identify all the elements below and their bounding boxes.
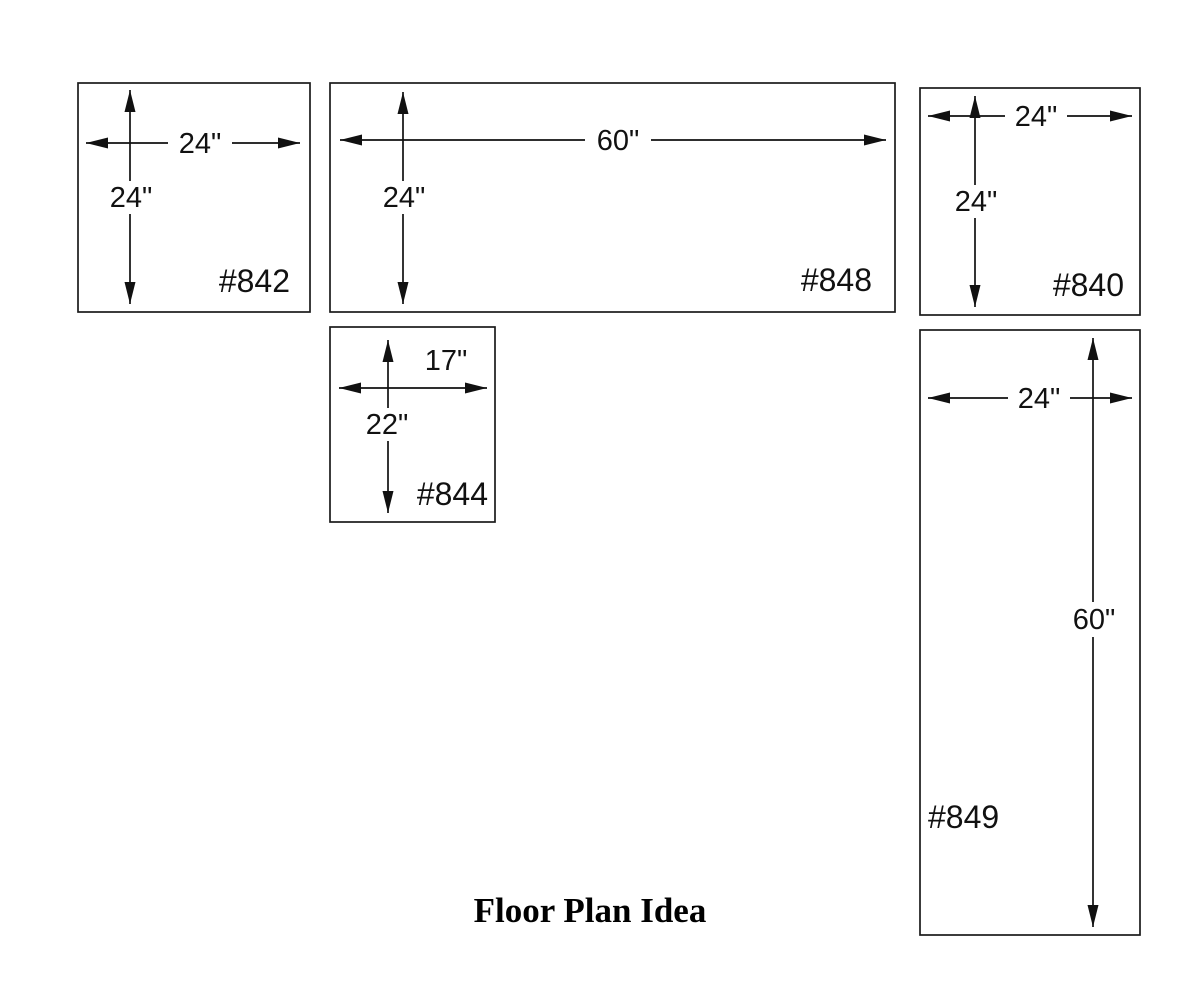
unit-849: 24" 60" #849 — [919, 329, 1141, 936]
diagram-title: Floor Plan Idea — [474, 891, 707, 930]
unit-848-width-label-mask — [585, 124, 651, 155]
unit-849-id-label: #849 — [928, 799, 999, 835]
unit-840-id-label: #840 — [1053, 267, 1124, 303]
unit-844-height-label: 22" — [366, 409, 409, 441]
unit-842: 24" 24" #842 — [77, 82, 311, 313]
unit-840: 24" 24" #840 — [919, 87, 1141, 316]
unit-849-width-label: 24" — [1018, 383, 1061, 415]
unit-844-id-label: #844 — [417, 476, 488, 512]
unit-848-id-label: #848 — [801, 262, 872, 298]
unit-848-height-label: 24" — [383, 182, 426, 214]
unit-842-id-label: #842 — [219, 263, 290, 299]
unit-849-height-label-mask — [1065, 602, 1124, 637]
unit-842-height-label: 24" — [110, 182, 153, 214]
unit-842-width-label-mask — [168, 127, 232, 158]
unit-844: 17" 22" #844 — [329, 326, 496, 523]
unit-844-height-label-mask — [359, 408, 416, 441]
unit-840-height-label: 24" — [955, 186, 998, 218]
unit-848: 60" 24" #848 — [329, 82, 896, 313]
unit-840-width-label: 24" — [1015, 101, 1058, 133]
unit-849-width-label-mask — [1008, 382, 1070, 413]
unit-842-width-label: 24" — [179, 128, 222, 160]
unit-842-height-label-mask — [103, 181, 160, 214]
unit-844-width-label: 17" — [425, 345, 468, 377]
unit-848-width-label: 60" — [597, 125, 640, 157]
unit-840-height-label-mask — [948, 185, 1005, 218]
unit-848-height-label-mask — [376, 181, 433, 214]
unit-849-outline — [919, 329, 1141, 936]
unit-849-height-label: 60" — [1073, 604, 1116, 636]
unit-840-width-label-mask — [1005, 100, 1067, 131]
